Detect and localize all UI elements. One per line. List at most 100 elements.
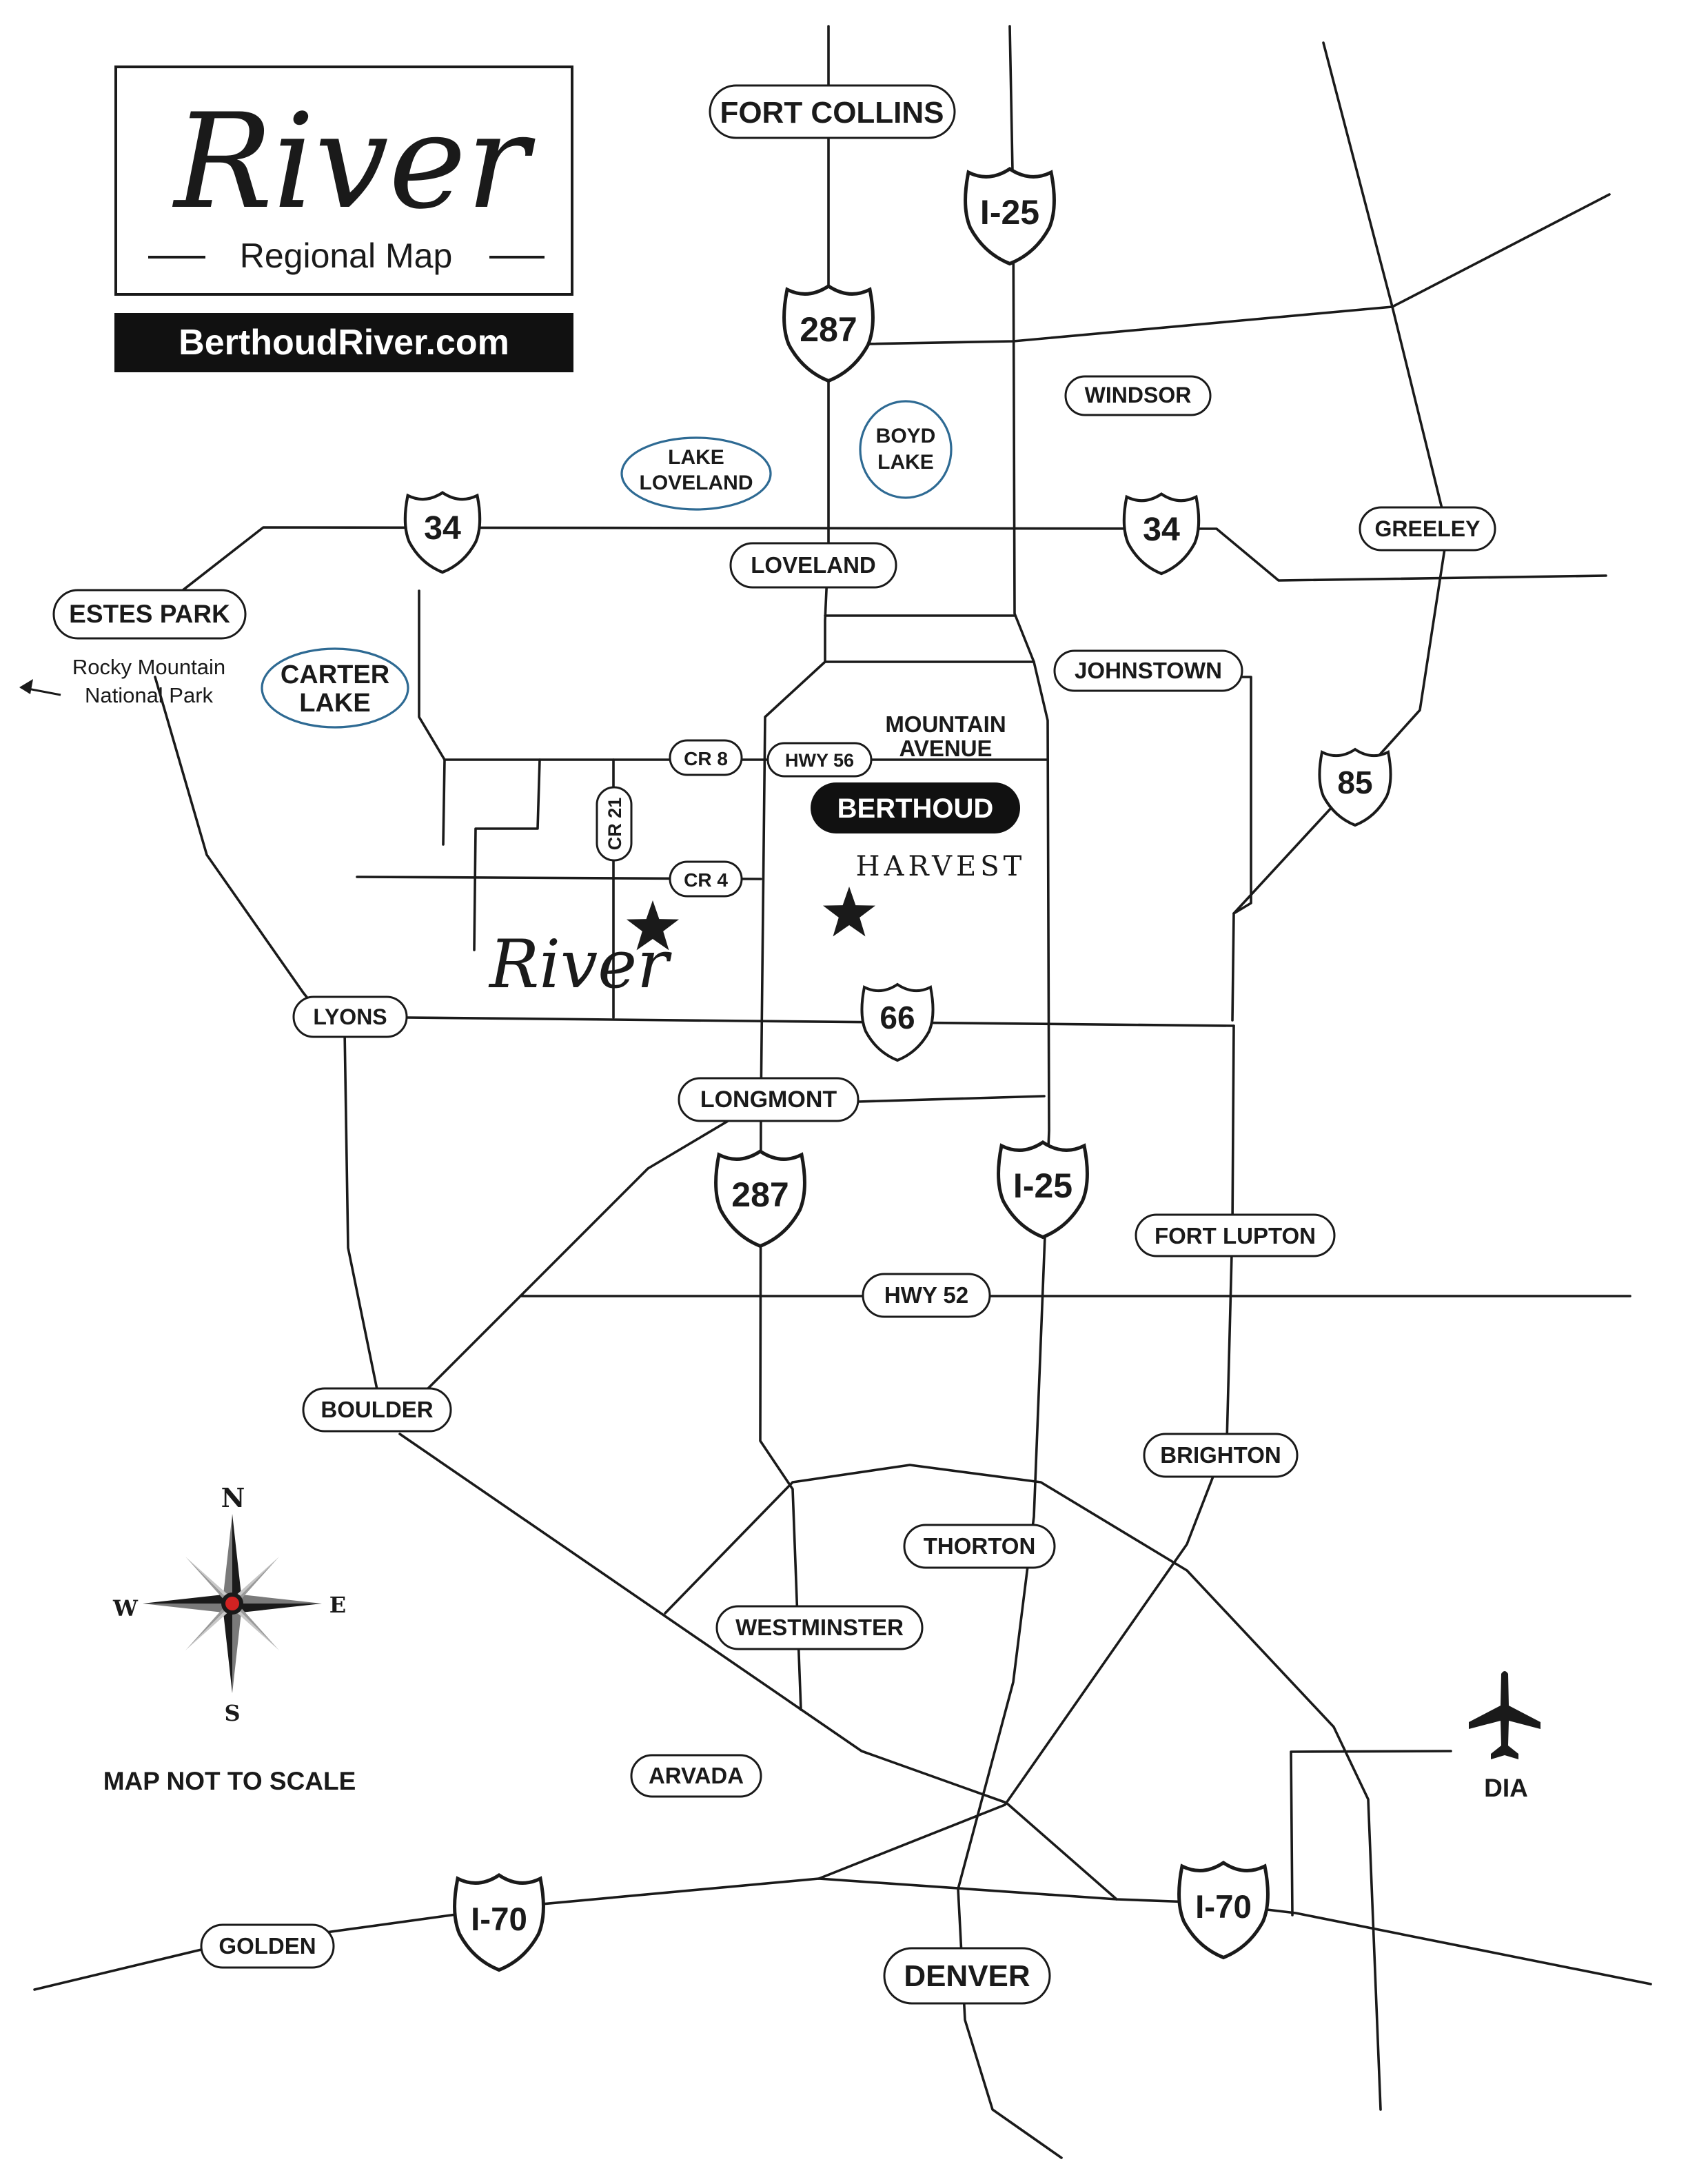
road-cr8 <box>418 589 1048 761</box>
svg-text:HWY 56: HWY 56 <box>785 750 854 771</box>
svg-text:LONGMONT: LONGMONT <box>700 1086 837 1113</box>
us287-south-shield-icon: 287 <box>714 1149 806 1248</box>
svg-text:287: 287 <box>800 310 857 349</box>
road-fortlupton-brighton <box>817 1024 1235 1880</box>
road-us36 <box>398 1433 1118 1901</box>
sh66-shield-icon: 66 <box>860 982 935 1062</box>
header-subtitle: Regional Map <box>240 236 453 275</box>
svg-text:LAKE: LAKE <box>877 451 934 474</box>
svg-text:DENVER: DENVER <box>904 1959 1030 1993</box>
city-windsor: WINDSOR <box>1064 375 1212 416</box>
svg-text:CARTER: CARTER <box>281 660 389 689</box>
svg-text:CR 8: CR 8 <box>684 748 728 769</box>
svg-text:THORTON: THORTON <box>924 1533 1036 1559</box>
lake-loveland: LAKE LOVELAND <box>620 436 772 511</box>
road-dia <box>1290 1750 1452 1917</box>
not-to-scale-note: MAP NOT TO SCALE <box>103 1767 356 1795</box>
svg-text:National Park: National Park <box>85 683 214 707</box>
svg-text:GREELEY: GREELEY <box>1375 516 1481 541</box>
logo-script: River <box>172 85 536 238</box>
svg-text:I-25: I-25 <box>980 193 1039 232</box>
city-estes-park: ESTES PARK <box>52 589 247 640</box>
city-lyons: LYONS <box>292 995 408 1038</box>
website-link[interactable]: BerthoudRiver.com <box>179 323 509 363</box>
road-us287-mid <box>760 660 826 1104</box>
arrow-left-icon <box>19 679 61 696</box>
svg-text:HWY 52: HWY 52 <box>884 1282 968 1308</box>
svg-text:34: 34 <box>424 509 461 547</box>
svg-text:E: E <box>329 1592 346 1618</box>
svg-text:I-25: I-25 <box>1013 1166 1072 1205</box>
dia-label: DIA <box>1484 1774 1528 1802</box>
svg-text:MOUNTAIN: MOUNTAIN <box>885 711 1006 737</box>
svg-text:BERTHOUD: BERTHOUD <box>837 793 994 824</box>
city-westminster: WESTMINSTER <box>715 1605 924 1650</box>
compass-labels: N S E W <box>112 1482 346 1726</box>
river-marker-script: River <box>488 926 672 1003</box>
svg-text:BOULDER: BOULDER <box>321 1397 433 1422</box>
svg-text:AVENUE: AVENUE <box>899 736 992 761</box>
svg-text:BOYD: BOYD <box>876 425 936 447</box>
harvest-star-marker-icon <box>823 887 875 937</box>
road-label-cr21: CR 21 <box>596 786 633 862</box>
road-estes-lyons <box>154 676 318 1011</box>
us287-north-shield-icon: 287 <box>782 283 875 383</box>
svg-text:LYONS: LYONS <box>313 1004 387 1029</box>
city-arvada: ARVADA <box>630 1754 762 1798</box>
svg-text:FORT COLLINS: FORT COLLINS <box>720 96 944 130</box>
city-thorton: THORTON <box>903 1524 1056 1569</box>
svg-text:S: S <box>224 1700 240 1726</box>
i70-west-shield-icon: I-70 <box>453 1872 545 1972</box>
road-johnstown <box>1232 676 1252 915</box>
road-label-cr4: CR 4 <box>669 860 743 898</box>
city-fort-lupton: FORT LUPTON <box>1135 1213 1336 1257</box>
svg-text:N: N <box>221 1482 245 1513</box>
city-denver: DENVER <box>883 1947 1051 2005</box>
rmnp-label: Rocky Mountain National Park <box>72 655 225 707</box>
city-loveland: LOVELAND <box>729 542 897 589</box>
svg-text:LAKE: LAKE <box>668 446 724 469</box>
harvest-label: HARVEST <box>856 851 1026 882</box>
airplane-icon <box>1469 1671 1540 1759</box>
city-golden: GOLDEN <box>200 1923 335 1969</box>
road-label-mountain-avenue: MOUNTAIN AVENUE <box>885 711 1006 761</box>
road-us34 <box>159 526 1607 609</box>
road-label-hwy52: HWY 52 <box>862 1273 991 1318</box>
city-fort-collins: FORT COLLINS <box>709 84 956 139</box>
us85-shield-icon: 85 <box>1318 747 1392 827</box>
svg-text:85: 85 <box>1337 765 1372 800</box>
road-sh66 <box>405 1016 1235 1027</box>
city-boulder: BOULDER <box>302 1387 452 1433</box>
road-lyons-boulder <box>343 1029 380 1401</box>
header-logo-box: River Regional Map <box>114 65 573 296</box>
svg-text:LAKE: LAKE <box>299 689 370 718</box>
us34-west-shield-icon: 34 <box>403 491 482 574</box>
svg-text:I-70: I-70 <box>1195 1889 1252 1925</box>
svg-text:LOVELAND: LOVELAND <box>751 552 876 578</box>
svg-text:GOLDEN: GOLDEN <box>218 1933 316 1959</box>
svg-text:287: 287 <box>731 1175 789 1214</box>
road-longmont-boulder <box>426 1117 734 1391</box>
boyd-lake: BOYD LAKE <box>859 400 953 499</box>
svg-text:JOHNSTOWN: JOHNSTOWN <box>1075 658 1222 683</box>
i70-east-shield-icon: I-70 <box>1177 1860 1270 1960</box>
svg-text:BRIGHTON: BRIGHTON <box>1160 1442 1281 1468</box>
svg-text:34: 34 <box>1143 511 1180 548</box>
road-i25 <box>957 25 1063 2159</box>
compass-rose-icon <box>143 1514 322 1693</box>
city-longmont: LONGMONT <box>678 1077 860 1122</box>
river-star-marker-icon <box>627 900 679 951</box>
i25-north-shield-icon: I-25 <box>964 166 1056 266</box>
road-cr8-stub-1 <box>442 758 446 846</box>
svg-text:WESTMINSTER: WESTMINSTER <box>735 1615 904 1640</box>
road-label-cr8: CR 8 <box>669 739 743 776</box>
svg-text:WINDSOR: WINDSOR <box>1085 383 1192 407</box>
city-brighton: BRIGHTON <box>1143 1433 1299 1478</box>
svg-text:Rocky Mountain: Rocky Mountain <box>72 655 225 679</box>
carter-lake: CARTER LAKE <box>261 647 409 729</box>
svg-text:CR 21: CR 21 <box>604 798 625 851</box>
city-greeley: GREELEY <box>1359 506 1496 552</box>
city-berthoud: BERTHOUD <box>811 782 1020 833</box>
website-banner[interactable]: BerthoudRiver.com <box>114 313 573 372</box>
road-longmont-east <box>857 1095 1046 1103</box>
